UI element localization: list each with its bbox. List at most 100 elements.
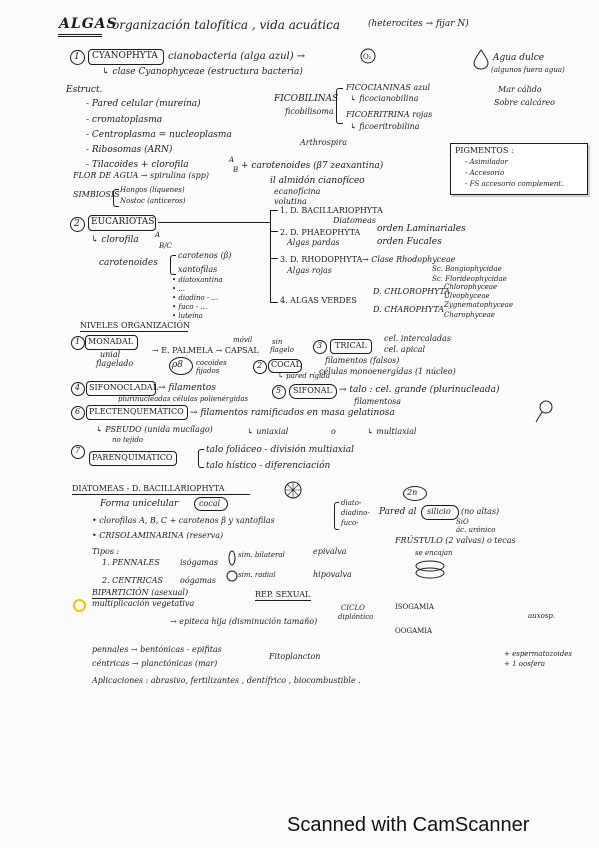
- level-name: PLECTENQUEMÁTICO: [89, 407, 184, 416]
- cyano-item: - Ribosomas (ARN): [86, 145, 173, 155]
- rep-sexual: REP. SEXUAL: [255, 590, 311, 599]
- diatom-xantofila: diadino-: [341, 509, 370, 517]
- level-note: células monoenergídas (1 núcleo): [319, 367, 456, 376]
- level-note: → filamentos: [158, 383, 216, 393]
- division: D. CHLOROPHYTA: [373, 287, 451, 296]
- group-clase: → Clase Rhodophyceae: [362, 255, 456, 264]
- eucar-clorofila-a: A: [155, 231, 161, 239]
- level-note: ↳ multiaxial: [367, 427, 417, 436]
- pigmentos-item: - FS accesorio complement.: [465, 180, 564, 188]
- level-note: fijados: [196, 367, 220, 375]
- oosfera: + 1 oosfera: [504, 660, 546, 668]
- level-note: plurinucleadas células polienérgidas: [118, 395, 249, 403]
- division: D. CHAROPHYTA: [373, 305, 444, 314]
- level-note: flagelo: [270, 346, 294, 354]
- niveles-title: NIVELES ORGANIZACIÓN: [80, 321, 191, 330]
- bipart-sub: multiplicación vegetativa: [92, 599, 195, 608]
- diatom-criso: • CRISOLAMINARINA (reserva): [92, 531, 224, 540]
- tipo-note: sim. radial: [238, 571, 276, 579]
- agua-dulce-note: (algunos fuera agua): [491, 66, 565, 74]
- diatom-noaltas: (no altas): [461, 507, 500, 516]
- level-box: [86, 381, 156, 396]
- frustule-icon: [415, 560, 445, 579]
- cocal-box: [194, 497, 228, 511]
- tipo-note: isógamas: [180, 558, 218, 567]
- ficobilisoma: ficobilisoma: [285, 107, 334, 116]
- isogamia: ISOGAMIA: [395, 603, 434, 611]
- level-note: sin: [272, 338, 283, 346]
- level-name: SIFONAL: [293, 386, 332, 395]
- clorofila-b: B: [233, 166, 239, 174]
- group-label: 1. D. BACILLARIOPHYTA: [280, 206, 383, 215]
- pigmentos-item: - Asimilador: [465, 158, 508, 166]
- group-sub: Algas pardas: [287, 238, 340, 247]
- cyano-almidon: il almidón cianofíceo: [270, 176, 365, 186]
- drop-icon: [473, 49, 489, 70]
- level-box: [85, 335, 138, 350]
- level-note: móvil: [233, 336, 253, 344]
- sobre-calcareo: Sobre calcáreo: [494, 98, 555, 107]
- level-note: flagelado: [96, 359, 134, 368]
- group-label: 3. D. RHODOPHYTA: [280, 255, 363, 264]
- tipo-note: hipovalva: [313, 570, 352, 579]
- diatom-2n: 2n: [407, 488, 418, 497]
- level-arrow: → E. PALMELA → CAPSAL: [152, 346, 259, 355]
- diatom-cocal: cocal: [199, 499, 221, 508]
- cyano-almidon2: ecanofícina: [274, 187, 321, 196]
- eucar-carotenoides: carotenoides: [99, 258, 158, 268]
- fitoplancton: Fitoplancton: [269, 652, 321, 661]
- diatom-forma: Forma unicelular: [100, 499, 179, 509]
- diatomeas-title: DIATOMEAS - D. BACILLARIOPHYTA: [72, 484, 225, 493]
- section-number: 1: [74, 52, 80, 62]
- group-label: 2. D. PHAEOPHYTA: [280, 228, 361, 237]
- eucariotas-box: [88, 215, 156, 231]
- tipo-note: epivalva: [313, 547, 347, 556]
- diatom-sio: SiO: [456, 518, 469, 526]
- cyano-item: - Tilacoides + clorofila: [86, 160, 189, 170]
- group-label: 4. ALGAS VERDES: [280, 296, 357, 305]
- level-note: → talo : cel. grande (plurinucleada): [339, 385, 500, 395]
- clorofila-a: A: [229, 156, 235, 164]
- level-note: cocoides: [196, 359, 227, 367]
- cyano-desc: cianobacteria (alga azul) →: [168, 51, 306, 62]
- group-sub: Diatomeas: [333, 216, 376, 225]
- level-box: [289, 384, 337, 399]
- orden: orden Laminariales: [377, 224, 466, 234]
- level-number: 4: [75, 383, 81, 392]
- aplicaciones: Aplicaciones : abrasivo, fertilizantes ,…: [92, 676, 361, 685]
- eucar-clorofila: ↳ clorofila: [91, 235, 139, 245]
- diatom-icon: [284, 481, 302, 499]
- group-sub: Algas rojas: [287, 266, 332, 275]
- level-name: SIFONOCLADAL: [89, 383, 159, 392]
- cyanophyta-label: CYANOPHYTA: [92, 51, 158, 61]
- level-number: 1: [75, 337, 81, 346]
- oogamia: OOGAMIA: [395, 627, 433, 635]
- level-note: talo hístico - diferenciación: [206, 461, 331, 471]
- cyano-almidon3: volutina: [274, 197, 307, 206]
- xanto-item: • diadino - ...: [172, 294, 219, 302]
- subclase: Sc. Bangiophycidae: [432, 265, 502, 273]
- silicio-box: [421, 505, 459, 520]
- mar-calido: Mar cálido: [498, 85, 542, 94]
- cyano-item: - cromatoplasma: [86, 115, 163, 125]
- level-box: [86, 405, 188, 420]
- espermatozoides: + espermatozoides: [504, 650, 572, 658]
- level-box: [89, 451, 177, 466]
- pigmentos-box: PIGMENTOS : - Asimilador - Accesorio - F…: [450, 143, 588, 195]
- level-note: ↳ pared rígida: [278, 372, 330, 380]
- header-note: (heterocites → fijar N): [368, 19, 469, 29]
- level-note: cel. apical: [384, 345, 426, 354]
- level-number: 3: [317, 341, 323, 350]
- auxosporas: auxosp.: [528, 612, 556, 620]
- level-note: talo foliáceo - división multiaxial: [206, 445, 355, 455]
- pigmentos-title: PIGMENTOS :: [455, 146, 514, 155]
- cyano-item: - Centroplasma = nucleoplasma: [86, 130, 232, 140]
- cyano-item: - Pared celular (mureína): [86, 99, 201, 109]
- diatom-encajan: se encajan: [415, 549, 453, 557]
- simbiosis: SIMBIOSIS: [73, 190, 120, 199]
- level-note: o: [331, 427, 336, 436]
- ficocianinas: FICOCIANINAS azul: [346, 83, 431, 92]
- subclase: Sc. Florideophycidae: [432, 275, 507, 283]
- xanto-item: • ...: [172, 285, 186, 293]
- ficobilinas: FICOBILINAS: [274, 94, 339, 104]
